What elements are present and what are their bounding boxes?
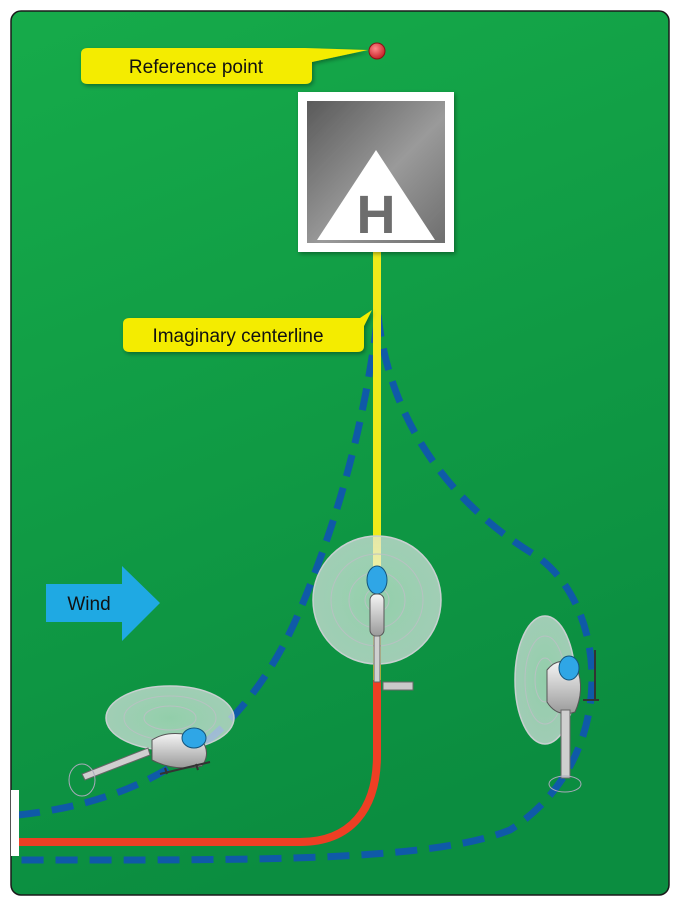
helipad-symbol: H bbox=[357, 185, 396, 245]
reference-point-callout bbox=[81, 48, 368, 84]
edge-marker bbox=[11, 790, 19, 856]
imaginary-centerline-label: Imaginary centerline bbox=[152, 326, 323, 347]
reference-point-label: Reference point bbox=[129, 57, 264, 78]
imaginary-centerline-callout bbox=[123, 310, 372, 352]
helicopter-icon bbox=[68, 685, 235, 797]
wind-arrow-icon bbox=[46, 566, 160, 641]
field-background bbox=[10, 10, 670, 896]
left-approach-path bbox=[17, 314, 382, 819]
reference-point-dot bbox=[368, 42, 386, 60]
helipad-icon: H bbox=[298, 92, 454, 252]
wind-label: Wind bbox=[67, 594, 110, 615]
ground-track bbox=[18, 680, 381, 846]
helicopter-icon bbox=[514, 615, 599, 793]
right-approach-path bbox=[17, 314, 596, 864]
helicopter-icon bbox=[312, 535, 442, 691]
